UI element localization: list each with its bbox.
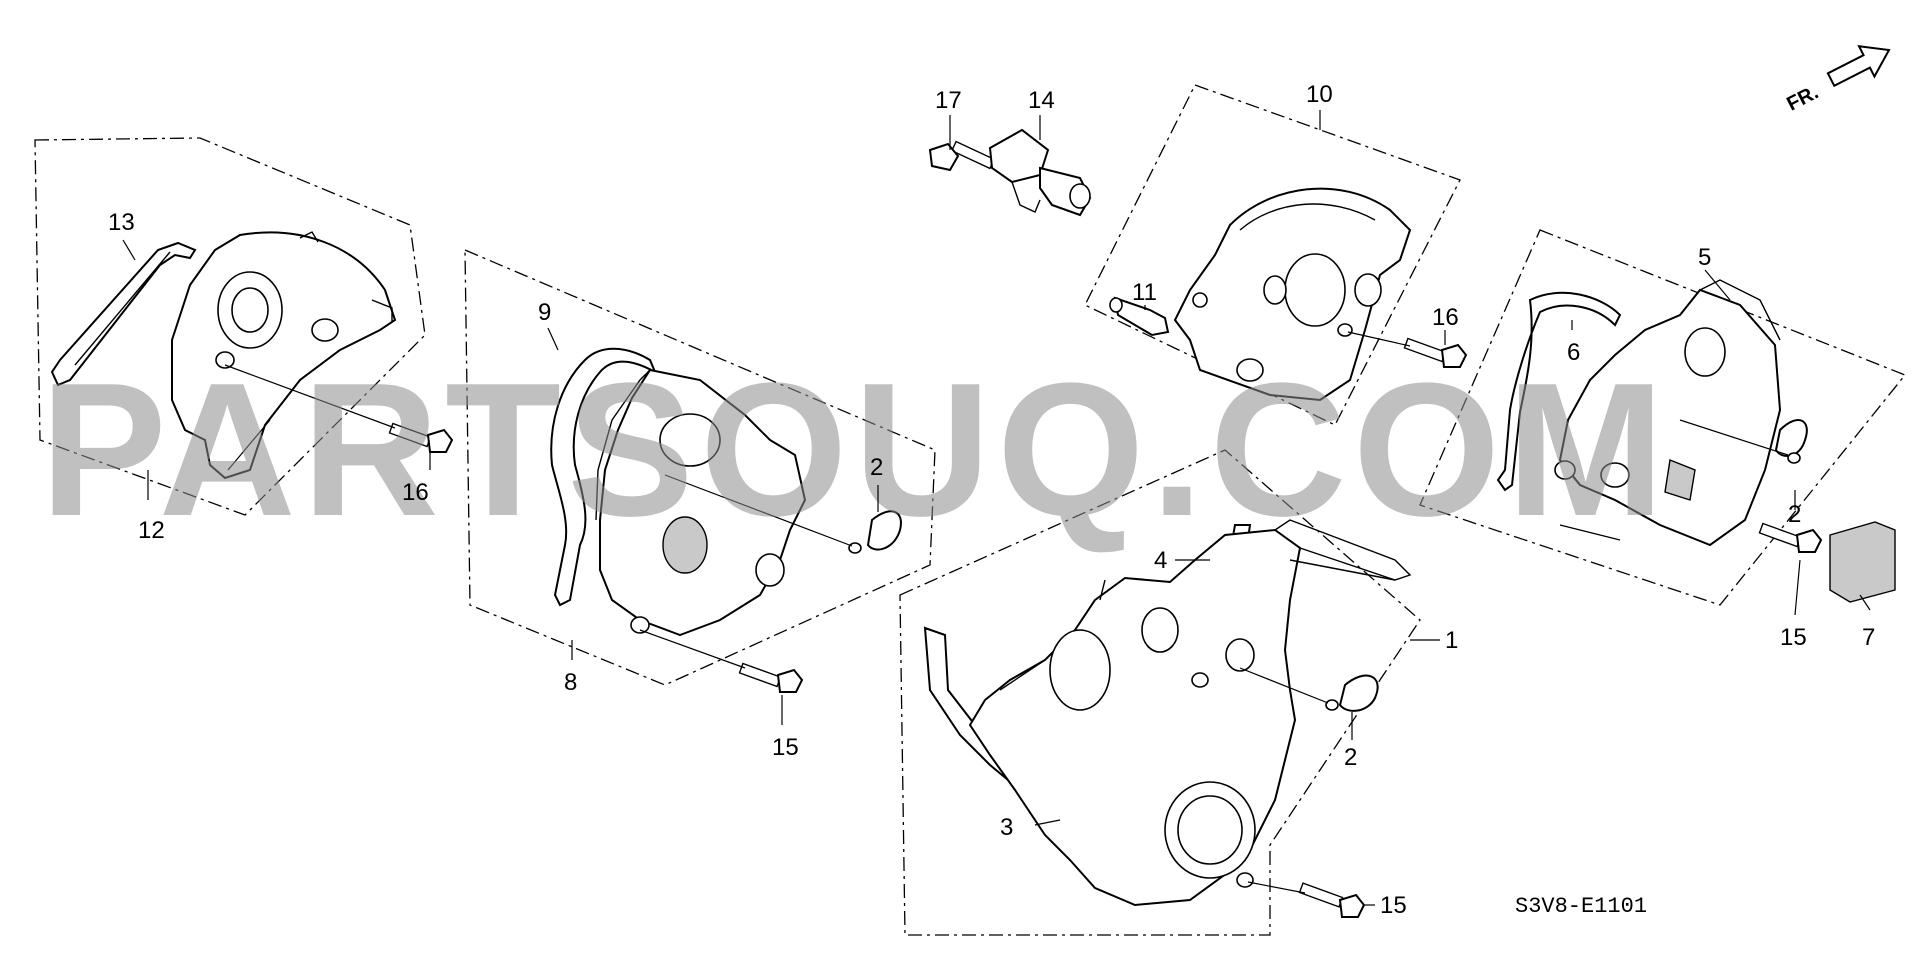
- callout-2-lower: 2: [1344, 744, 1357, 771]
- bolt-16-left: [388, 422, 454, 453]
- group-5-assembly: [1419, 229, 1907, 606]
- group-1-dashed-box: [899, 449, 1421, 936]
- front-label: FR.: [1783, 81, 1822, 115]
- callout-8: 8: [564, 669, 577, 696]
- front-arrow-icon: [1826, 45, 1891, 88]
- group-8-dashed-box: [464, 249, 936, 686]
- callout-12: 12: [138, 517, 165, 544]
- group-10-assembly: [1084, 84, 1468, 426]
- part-6-seal: [1496, 291, 1622, 492]
- sensor-14-group: [928, 128, 1092, 217]
- callout-14: 14: [1028, 87, 1055, 114]
- callout-16-right: 16: [1432, 304, 1459, 331]
- part-8-middle-cover: [599, 368, 807, 637]
- group-1-assembly: [899, 449, 1421, 936]
- callout-10: 10: [1306, 81, 1333, 108]
- callout-2-middle: 2: [870, 454, 883, 481]
- bolt-15-middle: [738, 662, 804, 693]
- group-8-assembly: [464, 249, 936, 693]
- part-11-sensor: [1109, 296, 1170, 337]
- bolt-15-lower: [1298, 882, 1366, 918]
- bolt-17: [928, 140, 996, 172]
- callout-15-lower: 15: [1380, 892, 1407, 919]
- callout-leaders: [122, 110, 1871, 906]
- front-direction-marker: FR.: [1783, 45, 1891, 116]
- callout-9: 9: [538, 299, 551, 326]
- part-14-sensor: [988, 128, 1092, 217]
- callout-3: 3: [1000, 814, 1013, 841]
- callout-11: 11: [1132, 279, 1157, 306]
- group-12-dashed-box: [34, 137, 426, 516]
- watermark: PARTSOUQ.COM: [40, 344, 1671, 556]
- callout-2-right: 2: [1788, 501, 1801, 528]
- part-2-grommet-middle: [848, 510, 902, 554]
- callout-5: 5: [1698, 244, 1711, 271]
- bolt-16-right: [1403, 337, 1468, 368]
- drawing-code: S3V8-E1101: [1515, 894, 1647, 919]
- callout-4: 4: [1154, 547, 1167, 574]
- callout-13: 13: [108, 209, 135, 236]
- callout-1: 1: [1445, 627, 1458, 654]
- callout-16-left: 16: [402, 479, 429, 506]
- group-5-dashed-box: [1419, 229, 1907, 606]
- bolt-15-right: [1758, 522, 1823, 553]
- part-2-grommet-lower: [1325, 674, 1379, 712]
- callout-17: 17: [935, 87, 962, 114]
- callout-6: 6: [1567, 339, 1580, 366]
- part-2-grommet-right: [1774, 418, 1808, 464]
- callout-7: 7: [1862, 624, 1875, 651]
- callout-numbers: 13 12 16 9 8 15 2 17 14 10 11 16 6 5 2 1…: [108, 81, 1875, 919]
- part-7-label-plate: [1829, 521, 1896, 603]
- group-12-assembly: [34, 137, 454, 516]
- callout-15-right: 15: [1780, 624, 1807, 651]
- callout-15-middle: 15: [772, 734, 799, 761]
